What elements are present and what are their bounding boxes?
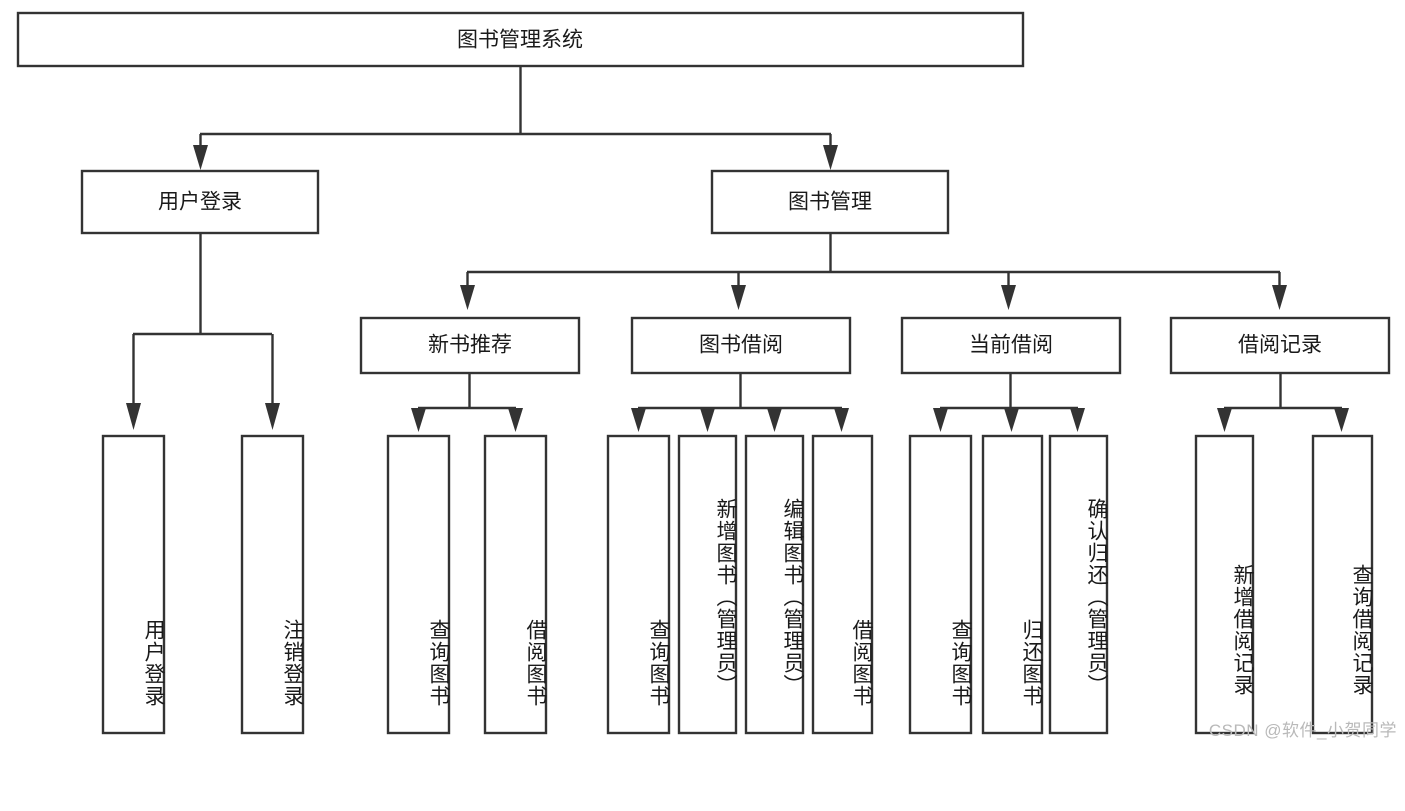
node-borrow-record-box[interactable] [1169, 316, 1391, 375]
diagram-root: 图书管理系统 用户登录 图书管理 新书推荐 图书借阅 当前借阅 借阅记录 [16, 11, 1397, 740]
arrow-head-leaf-add-borrow-record [1217, 408, 1232, 432]
connector-group-currentborrow-to-leaves [933, 373, 1085, 432]
node-borrow-record-label: 借阅记录 [1238, 334, 1322, 357]
leaf-box-group [101, 434, 1374, 735]
arrow-head-leaf-return-book [1004, 408, 1019, 432]
arrow-head-user-login [193, 145, 208, 170]
node-book-borrow-box[interactable] [630, 316, 852, 375]
node-book-manage-box[interactable] [710, 169, 950, 235]
arrow-head-leaf-add-book-admin [700, 408, 715, 432]
leaf-user-login-box[interactable] [101, 434, 166, 735]
leaf-query-book-new-box[interactable] [386, 434, 451, 735]
leaf-confirm-return-admin-box[interactable] [1048, 434, 1109, 735]
node-book-manage-label: 图书管理 [788, 191, 872, 214]
arrow-head-current-borrow [1001, 285, 1016, 310]
leaf-edit-book-admin-box[interactable] [744, 434, 805, 735]
leaf-return-book-box[interactable] [981, 434, 1044, 735]
node-new-book-recommend-label: 新书推荐 [428, 334, 512, 357]
leaf-borrow-book-new-box[interactable] [483, 434, 548, 735]
leaf-add-borrow-record-box[interactable] [1194, 434, 1255, 735]
node-current-borrow[interactable]: 当前借阅 [900, 316, 1122, 375]
connector-group-borrowrecord-to-leaves [1217, 373, 1349, 432]
leaf-borrow-book-borrow-box[interactable] [811, 434, 874, 735]
node-current-borrow-box[interactable] [900, 316, 1122, 375]
arrow-head-leaf-query-book-new [411, 408, 426, 432]
node-new-book-recommend[interactable]: 新书推荐 [359, 316, 581, 375]
node-book-borrow[interactable]: 图书借阅 [630, 316, 852, 375]
arrow-head-leaf-borrow-book-borrow [834, 408, 849, 432]
node-borrow-record[interactable]: 借阅记录 [1169, 316, 1391, 375]
connector-group-root-to-level1 [193, 66, 838, 170]
leaf-query-borrow-record-box[interactable] [1311, 434, 1374, 735]
node-root-label: 图书管理系统 [457, 29, 583, 52]
connector-group-newbook-to-leaves [411, 373, 523, 432]
arrow-head-leaf-query-book-current [933, 408, 948, 432]
arrow-head-book-borrow [731, 285, 746, 310]
arrow-head-leaf-user-logout [265, 403, 280, 430]
diagram-canvas: 图书管理系统 用户登录 图书管理 新书推荐 图书借阅 当前借阅 借阅记录 [16, 11, 1391, 735]
arrow-head-leaf-edit-book-admin [767, 408, 782, 432]
arrow-head-book-manage [823, 145, 838, 170]
arrow-head-leaf-query-book-borrow [631, 408, 646, 432]
arrow-head-new-book-recommend [460, 285, 475, 310]
connector-group-bookmanage-to-level2 [460, 233, 1287, 310]
node-book-manage[interactable]: 图书管理 [710, 169, 950, 235]
node-user-login-label: 用户登录 [158, 191, 242, 214]
arrow-head-leaf-query-borrow-record [1334, 408, 1349, 432]
node-user-login[interactable]: 用户登录 [80, 169, 320, 235]
node-user-login-box[interactable] [80, 169, 320, 235]
csdn-watermark: CSDN @软件_小贺同学 [1208, 721, 1397, 740]
node-new-book-recommend-box[interactable] [359, 316, 581, 375]
leaf-user-logout-box[interactable] [240, 434, 305, 735]
node-root-box[interactable] [16, 11, 1025, 68]
leaf-query-book-current-box[interactable] [908, 434, 973, 735]
connector-group-userlogin-to-leaves [126, 233, 280, 430]
leaf-add-book-admin-box[interactable] [677, 434, 738, 735]
node-root[interactable]: 图书管理系统 [16, 11, 1025, 68]
node-current-borrow-label: 当前借阅 [969, 334, 1053, 357]
node-book-borrow-label: 图书借阅 [699, 334, 783, 357]
arrow-head-leaf-user-login [126, 403, 141, 430]
connector-group-bookborrow-to-leaves [631, 373, 849, 432]
leaf-query-book-borrow-box[interactable] [606, 434, 671, 735]
arrow-head-leaf-borrow-book-new [508, 408, 523, 432]
arrow-head-leaf-confirm-return-admin [1070, 408, 1085, 432]
arrow-head-borrow-record [1272, 285, 1287, 310]
